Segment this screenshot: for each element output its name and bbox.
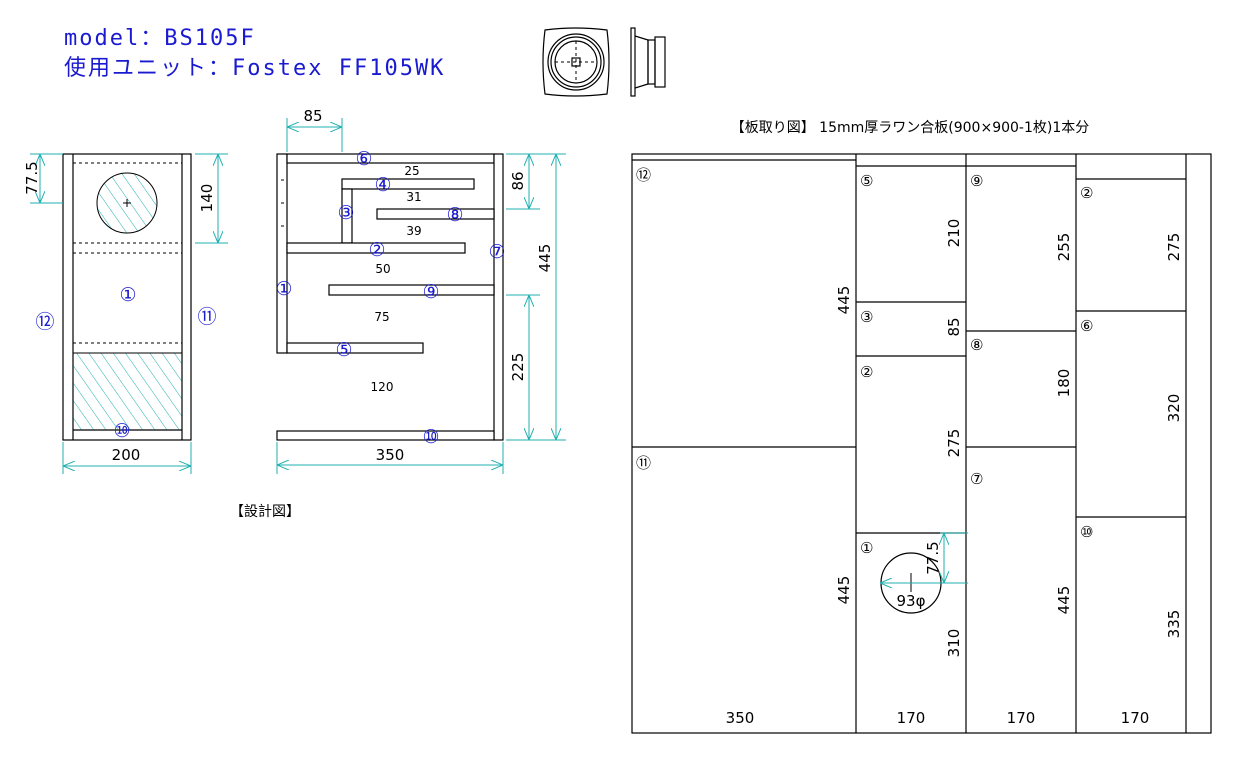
piece-dim: 320 (1165, 394, 1183, 423)
piece-dim: 180 (1055, 369, 1073, 398)
speaker-side-icon (630, 27, 666, 97)
gap-25: 25 (404, 164, 419, 178)
label-panel-12: ⑫ (35, 311, 54, 333)
speaker-front-icon (542, 27, 610, 97)
piece-label: ⑥ (1080, 317, 1093, 335)
label-panel-10: ⑩ (422, 426, 439, 448)
label-panel-1: ① (275, 278, 292, 300)
label-panel-3: ③ (337, 202, 354, 224)
cutting-title: 【板取り図】 15mm厚ラワン合板(900×900-1枚)1本分 (731, 120, 1090, 136)
piece-label: ⑧ (970, 336, 983, 354)
hole-offset-dim: 77.5 (924, 541, 942, 574)
piece-dim: 210 (945, 219, 963, 248)
width-label: 170 (1007, 709, 1036, 727)
model-title: model：BS105F (64, 26, 256, 51)
piece-dim: 445 (835, 286, 853, 315)
label-panel-4: ④ (374, 174, 391, 196)
piece-label: ② (860, 363, 873, 381)
label-panel-11: ⑪ (197, 306, 216, 328)
width-label: 170 (897, 709, 926, 727)
piece-dim: 275 (1165, 233, 1183, 262)
piece-label: ③ (860, 308, 873, 326)
piece-dim: 335 (1165, 610, 1183, 639)
piece-dim: 310 (945, 629, 963, 658)
width-label: 350 (726, 709, 755, 727)
piece-dim: 255 (1055, 233, 1073, 262)
piece-dim: 85 (945, 317, 963, 336)
unit-title: 使用ユニット：Fostex FF105WK (64, 56, 446, 81)
piece-label: ⑨ (970, 172, 983, 190)
dim-top: 85 (303, 107, 322, 125)
gap-120: 120 (371, 380, 394, 394)
piece-label: ⑪ (636, 454, 651, 472)
label-panel-8: ⑧ (446, 204, 463, 226)
cutting-plan: ⑫ 445 ⑪ 445 ⑤ 210 ③ 85 ② 275 ① 310 ⑨ 255… (631, 153, 1212, 734)
piece-label: ⑦ (970, 470, 983, 488)
label-panel-9: ⑨ (422, 281, 439, 303)
label-panel-7: ⑦ (488, 241, 505, 263)
label-panel-5: ⑤ (335, 339, 352, 361)
piece-label: ② (1080, 184, 1093, 202)
piece-dim: 445 (1055, 586, 1073, 615)
hole-diameter: 93φ (897, 592, 926, 610)
design-caption: 【設計図】 (230, 504, 300, 520)
label-panel-10: ⑩ (113, 420, 130, 442)
dim-height: 445 (536, 244, 554, 273)
gap-75: 75 (374, 310, 389, 324)
label-panel-2: ② (368, 239, 385, 261)
side-view: 25 31 39 50 75 120 ⑥ ④ ③ ⑧ ② ⑦ ① ⑨ ⑤ ⑩ 8… (275, 107, 566, 474)
dim-depth: 350 (376, 446, 405, 464)
gap-39: 39 (406, 224, 421, 238)
dim-upper-right: 86 (509, 171, 527, 190)
dim-baffle: 140 (198, 184, 216, 213)
label-panel-6: ⑥ (355, 148, 372, 170)
piece-label: ① (860, 539, 873, 557)
label-panel-1: ① (119, 284, 136, 306)
dim-lower-right: 225 (509, 353, 527, 382)
piece-dim: 445 (835, 576, 853, 605)
dim-hole-offset: 77.5 (23, 161, 41, 194)
gap-50: 50 (375, 262, 390, 276)
piece-label: ⑫ (636, 166, 651, 184)
gap-31: 31 (406, 190, 421, 204)
front-view: 77.5 140 200 ① ⑫ ⑪ ⑩ (23, 153, 228, 474)
piece-dim: 275 (945, 429, 963, 458)
dim-width: 200 (112, 446, 141, 464)
piece-label: ⑩ (1080, 523, 1093, 541)
width-label: 170 (1121, 709, 1150, 727)
piece-label: ⑤ (860, 172, 873, 190)
